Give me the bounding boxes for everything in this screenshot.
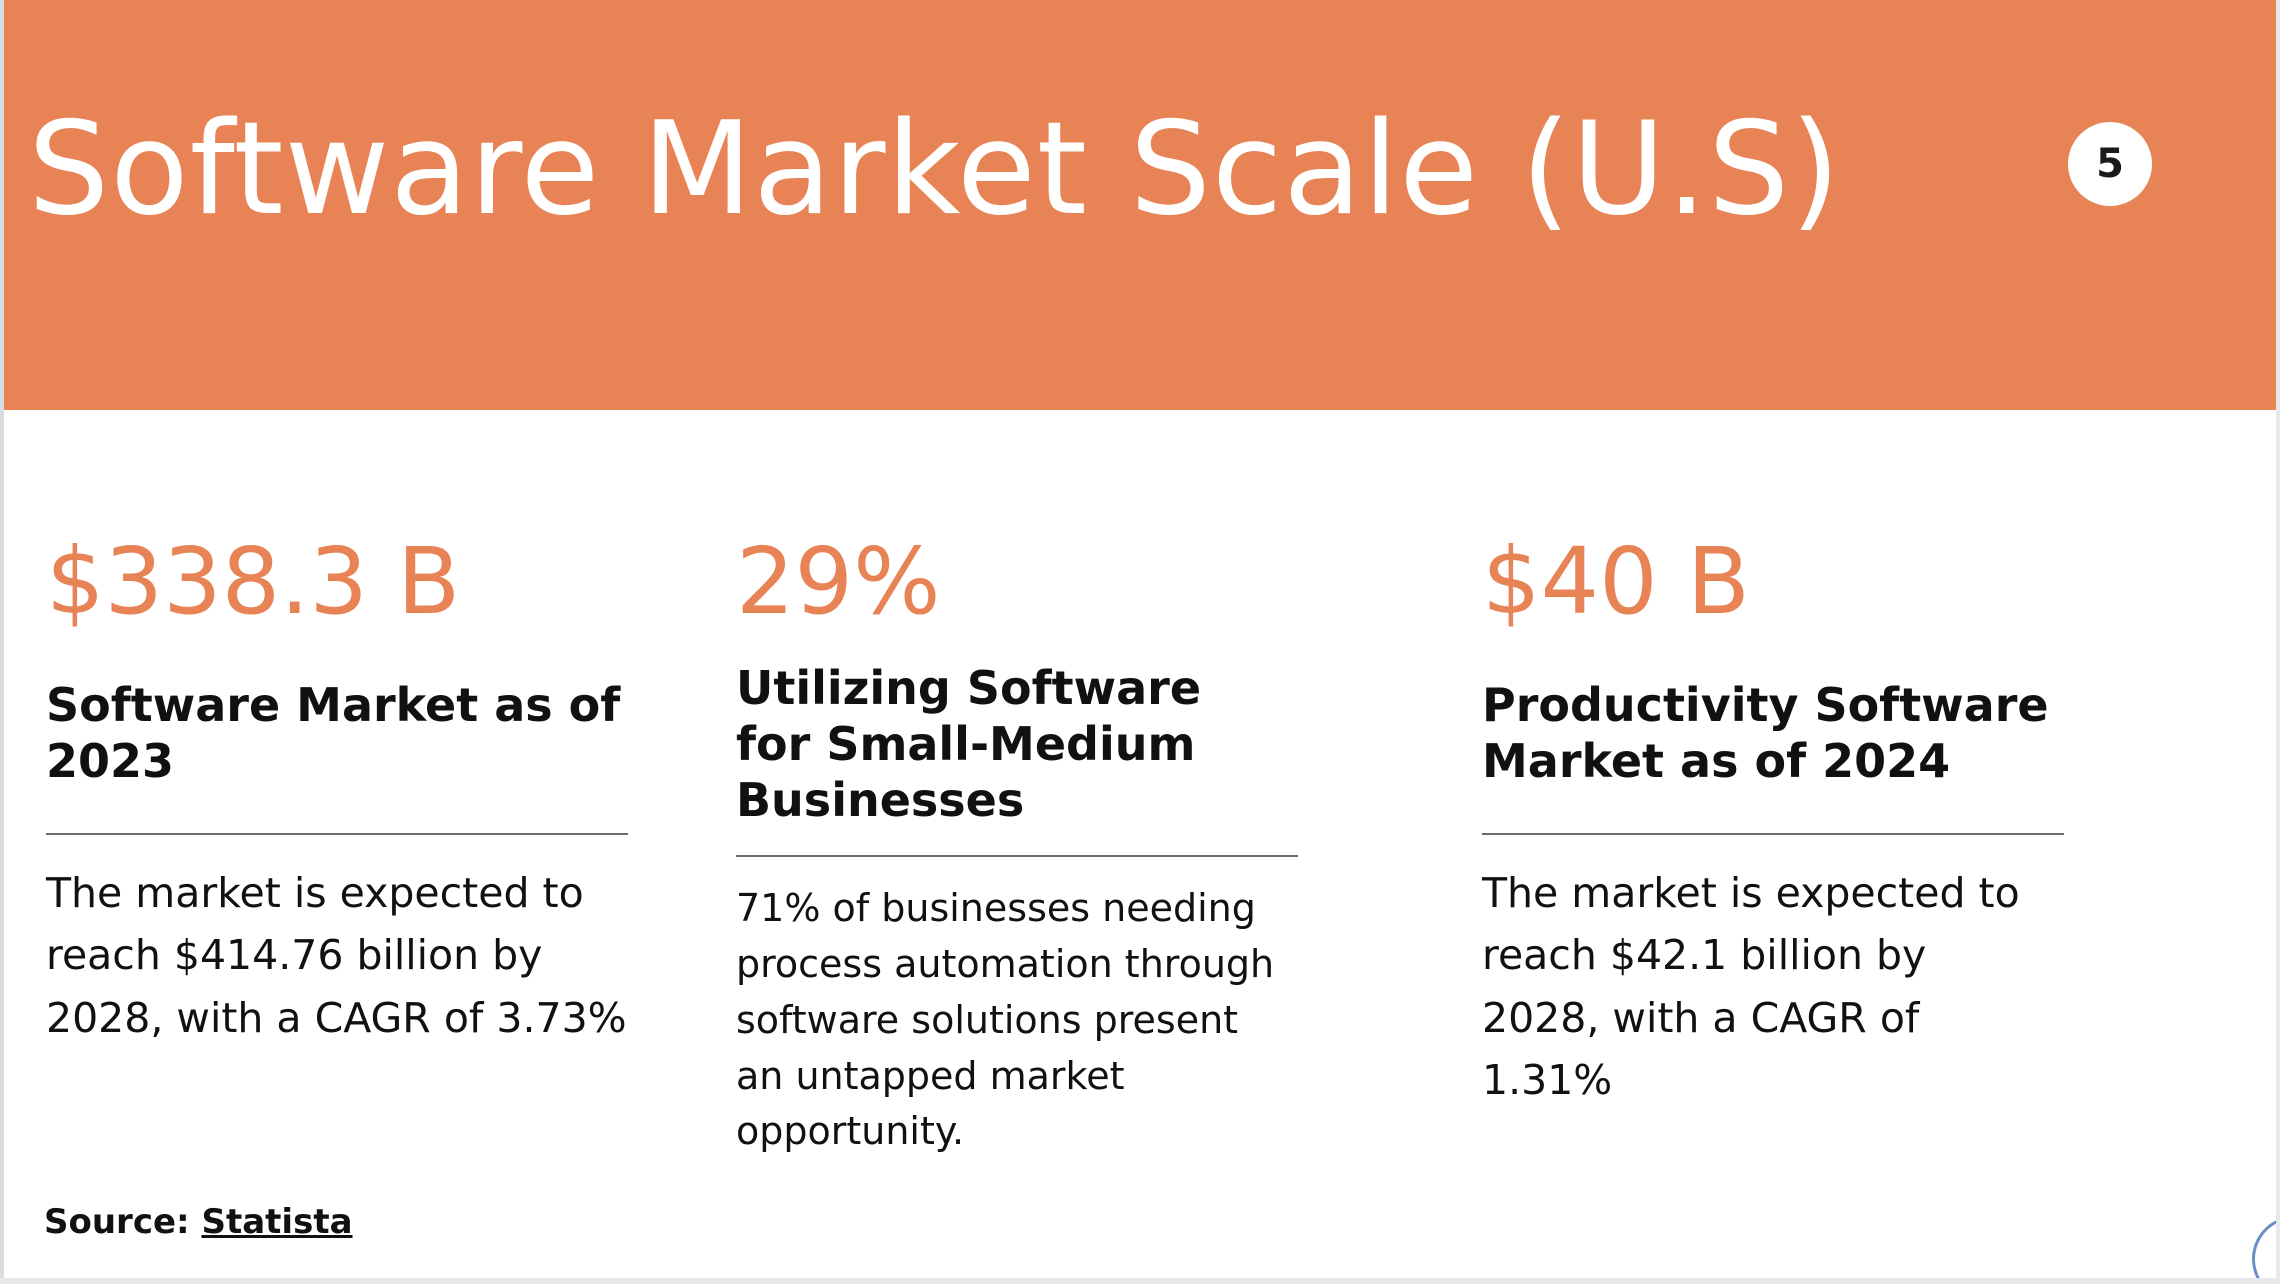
- divider: [736, 855, 1298, 857]
- source-label: Source:: [44, 1202, 190, 1242]
- source-citation: Source: Statista: [44, 1202, 353, 1242]
- slide-left-edge: [0, 0, 4, 1278]
- stat-heading: Productivity Software Market as of 2024: [1482, 678, 2049, 789]
- stat-column-2: 29%: [736, 536, 1336, 628]
- stat-description: The market is expected to reach $414.76 …: [46, 869, 627, 1042]
- stat-value: $338.3 B: [46, 528, 461, 635]
- stat-description: The market is expected to reach $42.1 bi…: [1482, 869, 2020, 1104]
- stat-description: 71% of businesses needing process automa…: [736, 886, 1275, 1154]
- stat-column-3: $40 B: [1482, 536, 2082, 628]
- page-title: Software Market Scale (U.S): [28, 95, 1842, 244]
- stat-value: 29%: [736, 528, 941, 635]
- stat-value: $40 B: [1482, 528, 1750, 635]
- divider: [1482, 833, 2064, 835]
- page-number-badge: 5: [2068, 122, 2152, 206]
- corner-control-icon[interactable]: [2252, 1216, 2276, 1278]
- divider: [46, 833, 628, 835]
- title-banner: Software Market Scale (U.S) 5: [4, 0, 2276, 410]
- stat-column-1: $338.3 B: [46, 536, 646, 628]
- source-link[interactable]: Statista: [201, 1202, 353, 1242]
- stat-heading: Utilizing Software for Small-Medium Busi…: [736, 661, 1202, 828]
- stat-heading: Software Market as of 2023: [46, 678, 621, 789]
